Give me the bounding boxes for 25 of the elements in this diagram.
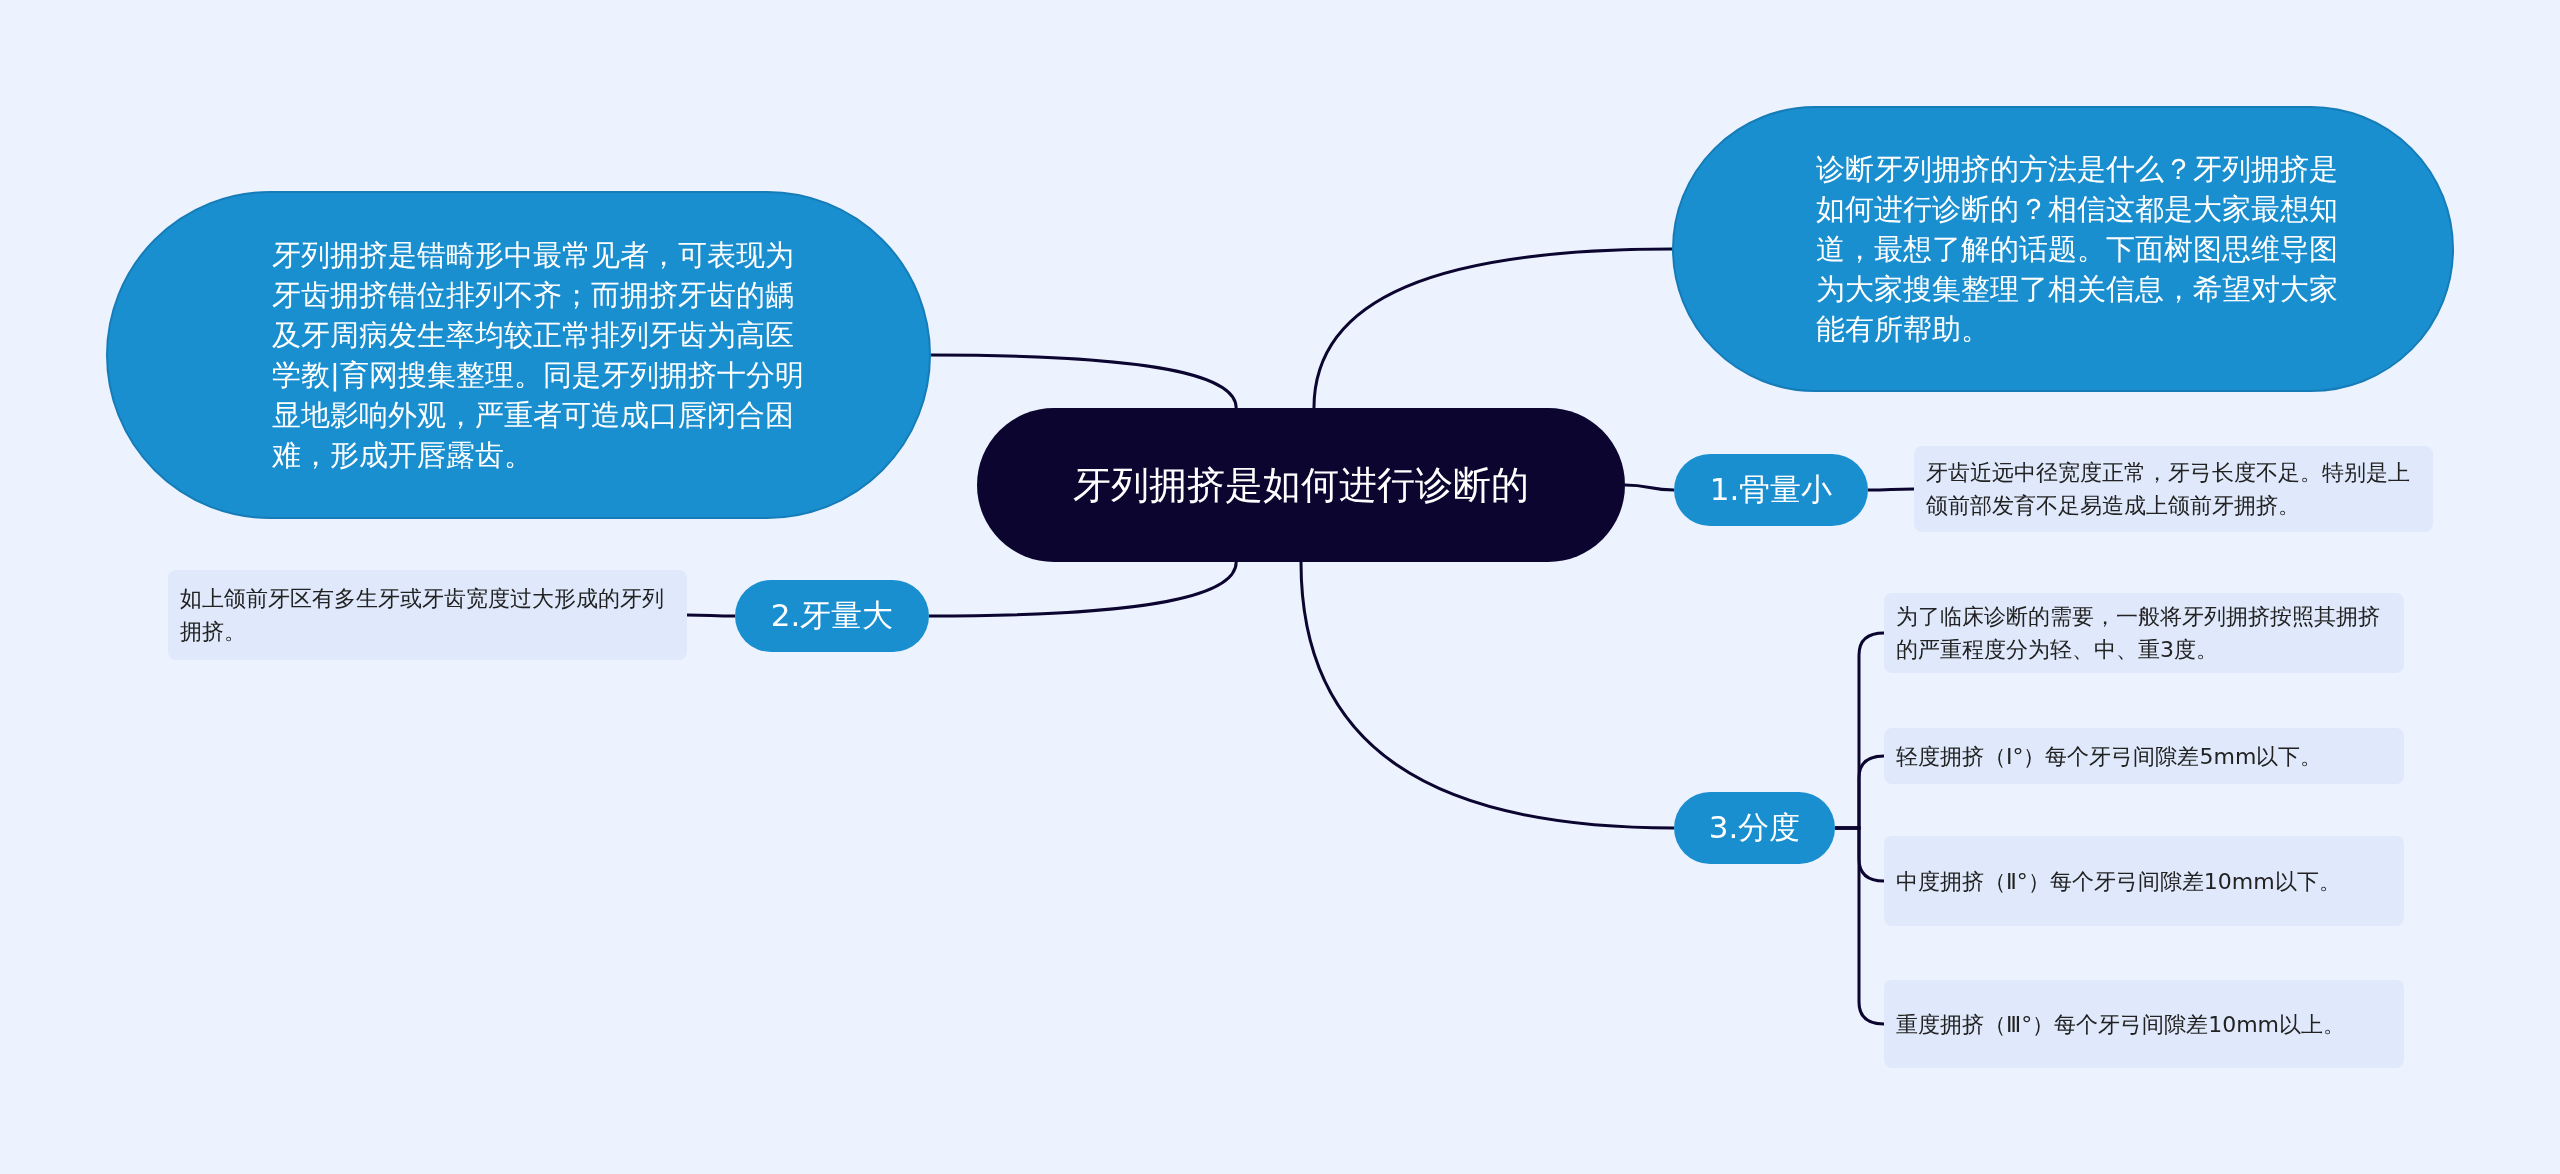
note-card	[1884, 836, 2404, 926]
note-card	[1884, 728, 2404, 784]
note-text: 重度拥挤（Ⅲ°）每个牙弓间隙差10mm以上。	[1896, 1010, 2346, 1039]
connector-line	[929, 561, 1238, 618]
connector-line	[1868, 487, 1914, 492]
connector-line	[931, 353, 1238, 409]
topic-text: 1.骨量小	[1709, 470, 1833, 509]
note-card	[168, 570, 687, 660]
connector-line	[1624, 483, 1675, 492]
topic-text: 3.分度	[1708, 808, 1801, 847]
note-card	[1884, 980, 2404, 1068]
note-text: 轻度拥挤（Ⅰ°）每个牙弓间隙差5mm以下。	[1896, 742, 2323, 771]
note-text: 中度拥挤（Ⅱ°）每个牙弓间隙差10mm以下。	[1896, 867, 2341, 896]
note-card	[1884, 593, 2404, 673]
connector-line	[1312, 247, 1673, 409]
topic-text: 诊断牙列拥挤的方法是什么？牙列拥挤是如何进行诊断的？相信这都是大家最想知道，最想了解的话题。下面树图思维导图为大家搜集整理了相关信息，希望对大家能有所帮助。	[1816, 151, 2339, 348]
note-text: 如上颌前牙区有多生牙或牙齿宽度过大形成的牙列拥挤。	[180, 585, 665, 646]
topic-text: 牙列拥挤是错畸形中最常见者，可表现为牙齿拥挤错位排列不齐；而拥挤牙齿的龋及牙周病发生率均较正常排列牙齿为高医学教|育网搜集整理。同是牙列拥挤十分明显地影响外观，严重者可造成口唇闭合困难，形成开唇露齿。	[272, 237, 805, 474]
note-text: 牙齿近远中径宽度正常，牙弓长度不足。特别是上颌前部发育不足易造成上颌前牙拥挤。	[1926, 459, 2411, 520]
connector-line	[687, 613, 735, 618]
topic-text: 2.牙量大	[770, 596, 894, 635]
note-card	[1914, 446, 2433, 532]
note-text: 为了临床诊断的需要，一般将牙列拥挤按照其拥挤的严重程度分为轻、中、重3度。	[1896, 603, 2381, 664]
connector-line	[1299, 561, 1675, 830]
topic-text: 牙列拥挤是如何进行诊断的	[1073, 462, 1529, 509]
